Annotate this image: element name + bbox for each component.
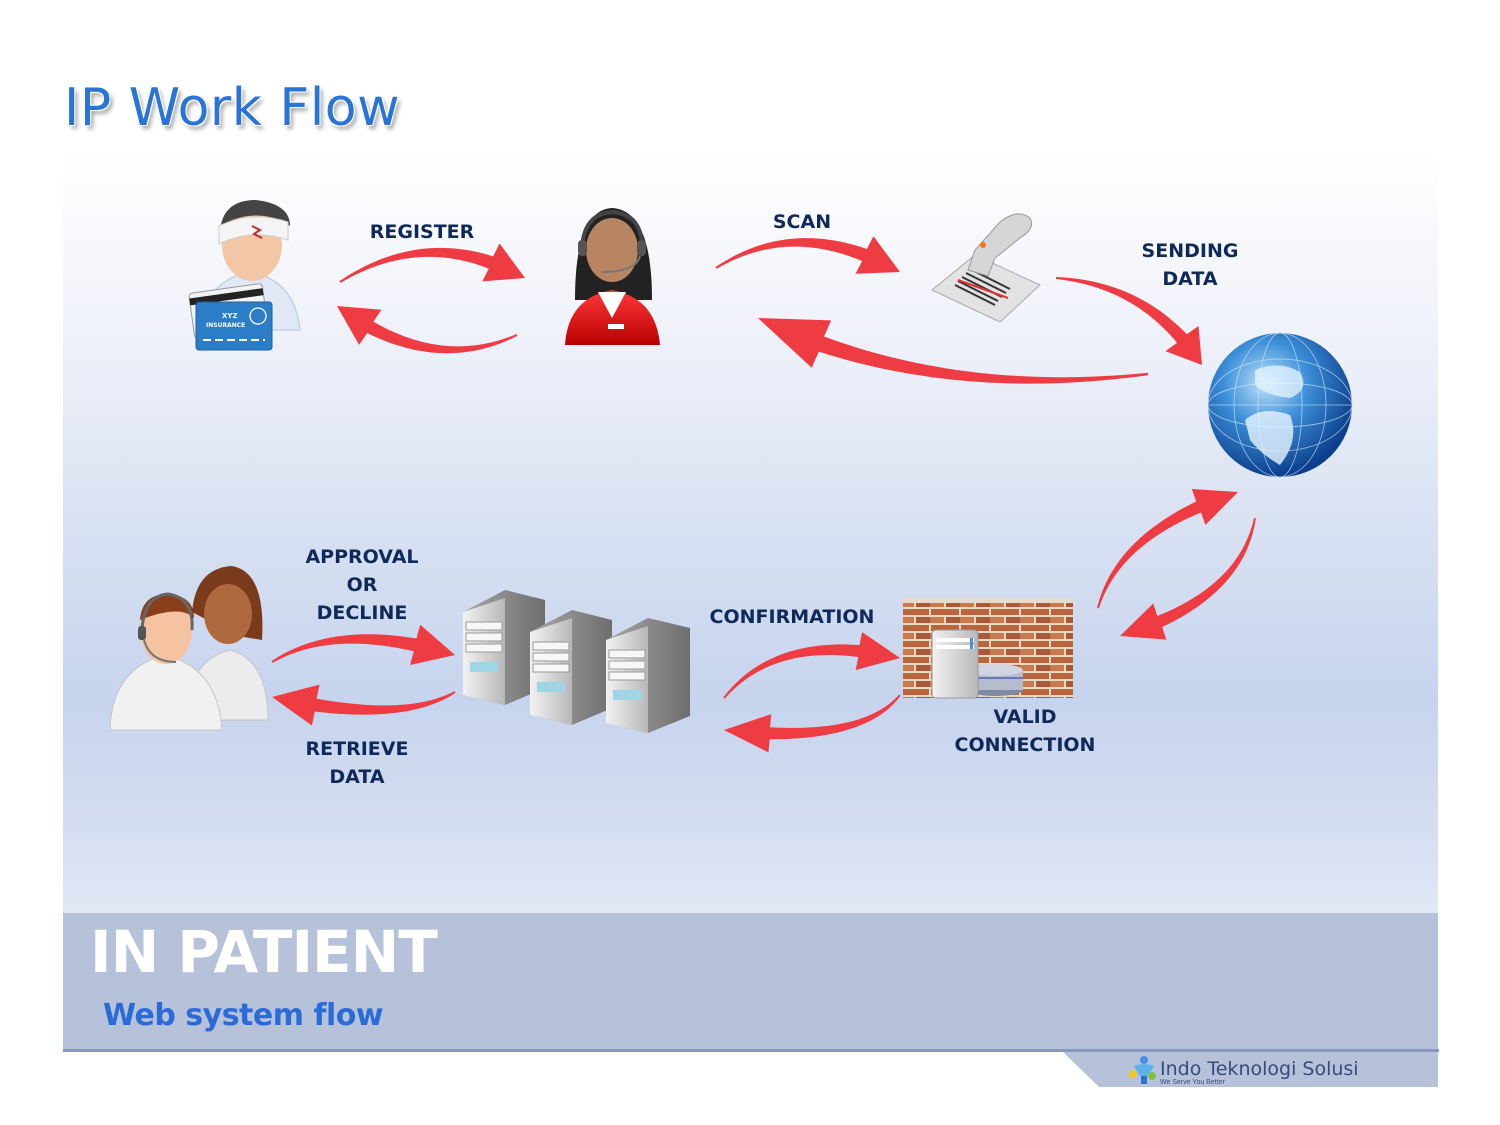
patient-icon: XYZ INSURANCE bbox=[188, 200, 301, 351]
label-approval-or-decline: APPROVAL OR DECLINE bbox=[305, 546, 419, 624]
receptionist-icon bbox=[565, 208, 660, 345]
section-subtitle: Web system flow bbox=[103, 998, 384, 1033]
arrow-approval-forward bbox=[271, 624, 455, 666]
globe-icon bbox=[1207, 332, 1353, 478]
company-logo-icon bbox=[1129, 1056, 1156, 1084]
label-confirmation: CONFIRMATION bbox=[709, 606, 875, 628]
arrow-confirmation-back bbox=[724, 694, 901, 753]
insurance-card-text: XYZ bbox=[222, 312, 238, 320]
barcode-scanner-icon bbox=[931, 213, 1041, 323]
diagram-canvas bbox=[63, 150, 1438, 913]
arrow-scan-back bbox=[758, 318, 1149, 384]
footer-divider bbox=[63, 1049, 1439, 1052]
logo-tab bbox=[1063, 1052, 1438, 1087]
company-name: Indo Teknologi Solusi bbox=[1160, 1058, 1359, 1080]
footer-band bbox=[63, 913, 1438, 1050]
section-title: IN PATIENT bbox=[90, 918, 438, 986]
firewall-icon bbox=[903, 598, 1073, 699]
arrow-sending-data bbox=[1055, 277, 1202, 365]
label-valid-connection: VALID CONNECTION bbox=[954, 706, 1096, 756]
svg-text:INSURANCE: INSURANCE bbox=[206, 322, 245, 329]
arrow-scan-forward bbox=[715, 236, 900, 274]
server-cluster-icon bbox=[463, 590, 690, 733]
arrow-firewall-to-globe bbox=[1097, 489, 1238, 609]
arrow-register-forward bbox=[339, 243, 525, 283]
label-scan: SCAN bbox=[772, 211, 832, 233]
label-sending-data: SENDING DATA bbox=[1141, 240, 1239, 290]
call-center-agents-icon bbox=[109, 566, 269, 731]
arrow-retrieve-back bbox=[272, 684, 456, 726]
arrow-globe-to-firewall bbox=[1120, 517, 1256, 640]
page-title: IP Work Flow bbox=[64, 78, 401, 138]
arrow-confirmation-forward bbox=[723, 632, 900, 699]
company-tagline: We Serve You Better bbox=[1160, 1079, 1225, 1086]
arrow-register-back bbox=[337, 306, 518, 354]
label-retrieve-data: RETRIEVE DATA bbox=[305, 738, 409, 788]
label-register: REGISTER bbox=[369, 221, 475, 243]
